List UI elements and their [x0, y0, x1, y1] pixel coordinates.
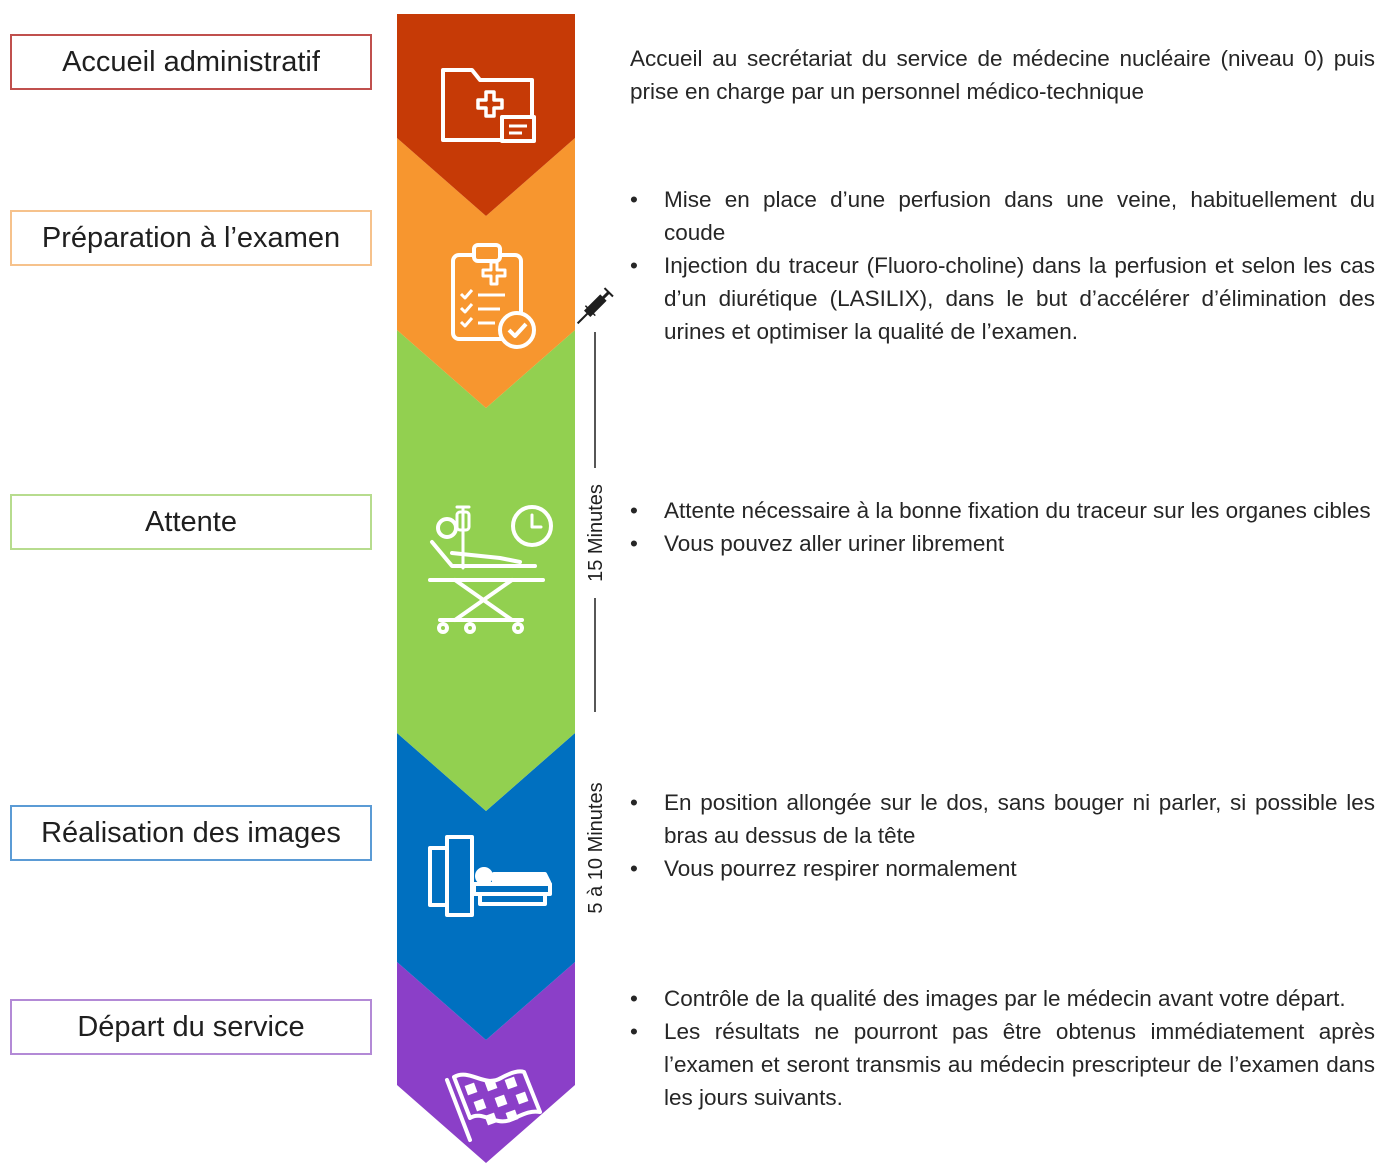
description-text: Accueil au secrétariat du service de méd… [630, 46, 1375, 104]
list-item: Contrôle de la qualité des images par le… [630, 982, 1375, 1015]
description-realisation: En position allongée sur le dos, sans bo… [630, 786, 1375, 885]
list-item: Les résultats ne pourront pas être obten… [630, 1015, 1375, 1114]
timeline-attente: 15 Minutes [585, 332, 607, 712]
step-chevron-realisation [397, 733, 575, 1040]
list-item: Injection du traceur (Fluoro-choline) da… [630, 249, 1375, 348]
description-attente: Attente nécessaire à la bonne fixation d… [630, 494, 1375, 560]
checkered-flag-icon [445, 1069, 542, 1142]
description-accueil: Accueil au secrétariat du service de méd… [630, 42, 1375, 108]
list-item: En position allongée sur le dos, sans bo… [630, 786, 1375, 852]
duration-images: 5 à 10 Minutes [585, 782, 607, 913]
step-label-realisation: Réalisation des images [10, 805, 372, 861]
clipboard-checklist-icon [451, 243, 536, 349]
syringe-icon [576, 287, 614, 325]
step-label-accueil: Accueil administratif [10, 34, 372, 90]
step-label-preparation: Préparation à l’examen [10, 210, 372, 266]
step-chevron-attente [397, 330, 575, 811]
list-item: Vous pourrez respirer normalement [630, 852, 1375, 885]
timeline-images: 5 à 10 Minutes [585, 782, 607, 913]
description-depart: Contrôle de la qualité des images par le… [630, 982, 1375, 1114]
step-label-attente: Attente [10, 494, 372, 550]
list-item: Vous pouvez aller uriner librement [630, 527, 1375, 560]
list-item: Attente nécessaire à la bonne fixation d… [630, 494, 1375, 527]
step-label-depart: Départ du service [10, 999, 372, 1055]
scanner-icon [428, 835, 552, 917]
list-item: Mise en place d’une perfusion dans une v… [630, 183, 1375, 249]
description-preparation: Mise en place d’une perfusion dans une v… [630, 183, 1375, 348]
medical-folder-icon [441, 68, 536, 143]
duration-attente: 15 Minutes [585, 484, 607, 582]
hospital-bed-clock-icon [428, 505, 553, 634]
